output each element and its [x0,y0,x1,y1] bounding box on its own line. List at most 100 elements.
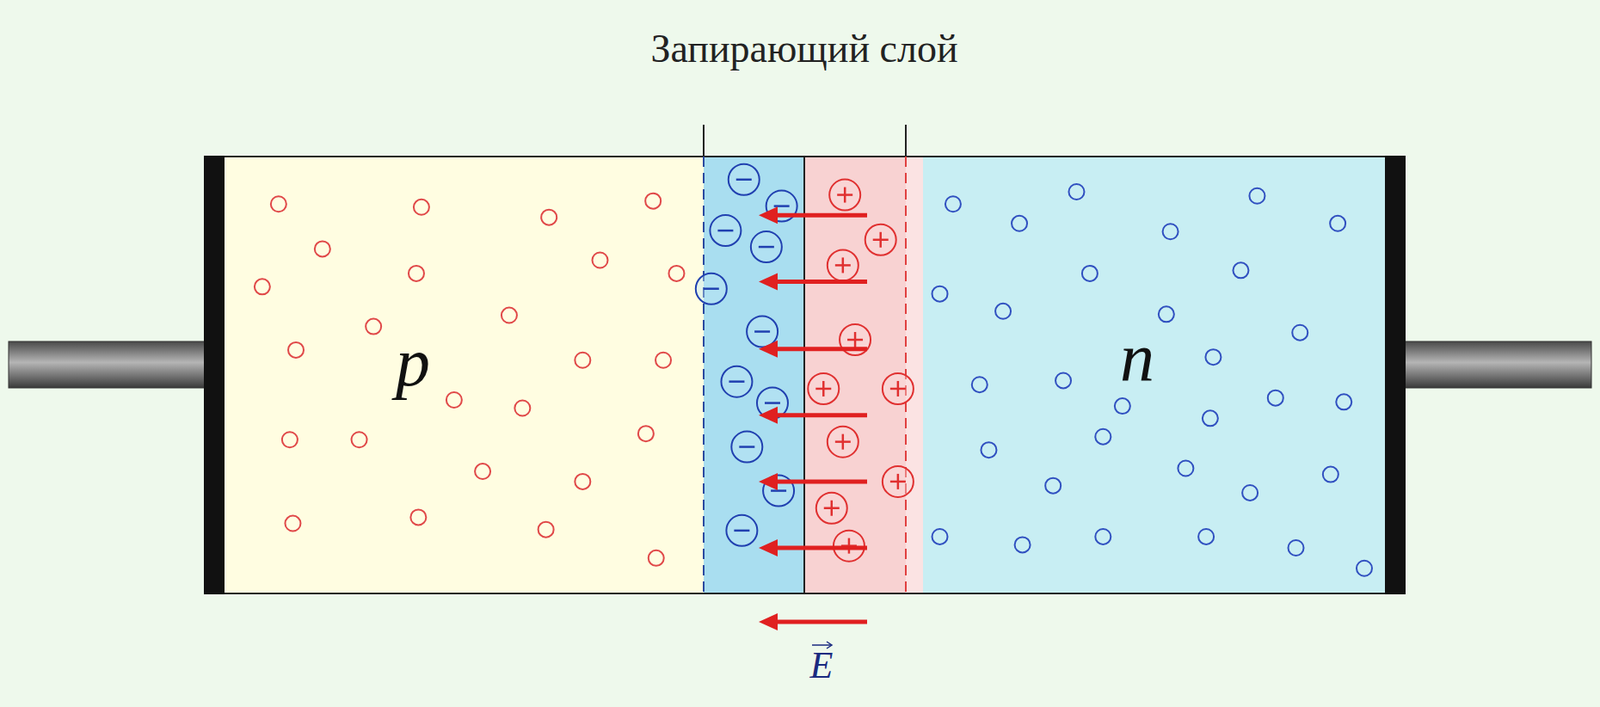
plus-sign [843,187,847,204]
negative-ion [720,366,752,398]
minus-sign [703,287,720,290]
electron [1011,215,1028,232]
minus-sign [738,445,755,449]
minus-sign [764,401,781,405]
plus-sign [842,257,845,273]
electron [1055,372,1071,388]
electron [1158,306,1175,322]
hole [410,509,426,525]
hole [668,265,684,282]
electron [1335,393,1352,410]
positive-ion [816,492,848,524]
electron [1045,478,1061,494]
hole [501,307,517,324]
electron [1163,223,1179,240]
bracket-tick [904,124,907,156]
field-arrowhead [758,473,778,491]
hole [538,522,554,538]
electron [1242,485,1258,501]
hole [645,193,661,210]
positive-ion [827,249,859,281]
field-arrow [774,479,868,484]
hole [655,352,671,369]
electron [1292,325,1308,341]
hole [284,516,301,532]
electron [1177,460,1194,476]
contact-plate [203,155,225,595]
minus-sign [758,246,775,249]
electron [980,442,997,458]
plus-sign [822,381,825,397]
negative-ion [726,515,757,547]
electron [1249,188,1265,204]
field-arrowhead [758,406,778,425]
n-region-fill [923,156,1385,594]
electron [1329,215,1346,232]
n-region: n [923,156,1385,594]
electron [932,529,948,545]
hole [638,425,654,442]
positive-ion [882,373,914,405]
electron [1015,536,1031,553]
field-vector-arrow [774,620,868,625]
field-arrow [774,213,868,218]
field-symbol: E [787,646,856,685]
electron [972,376,988,393]
bracket-tick [702,124,705,156]
hole [541,209,557,226]
field-arrowhead [758,539,778,557]
positive-layer-edge [905,156,924,594]
minus-sign [728,380,745,383]
hole [270,196,287,212]
p-region: p [224,156,704,594]
plus-sign [897,473,900,490]
barrier-layer-label: Запирающий слой [623,20,985,79]
electron [995,303,1011,320]
plus-sign [830,500,834,517]
negative-ion [750,231,782,263]
positive-ion [882,466,914,498]
hole [514,400,530,416]
electron [945,196,961,212]
hole [365,319,382,335]
electron [1356,560,1373,577]
field-arrows [758,206,868,557]
junction-line [803,156,806,594]
positive-ion [865,224,897,256]
plus-sign [854,332,857,348]
hole [474,463,491,480]
electron [1082,265,1098,282]
minus-sign [774,204,790,208]
lead-wire [1403,341,1592,388]
positive-ion [829,179,861,211]
negative-ion [731,431,763,463]
field-arrow [774,279,868,284]
field-arrow [774,412,868,418]
electron [1095,429,1111,445]
positive-ion [827,426,859,458]
field-arrowhead [758,272,778,290]
hole [574,352,591,369]
minus-sign [770,489,787,493]
electron [1323,467,1339,483]
positive-ion [807,373,839,405]
layer-boundary [702,156,705,594]
electron [1198,529,1214,545]
electron [1068,184,1084,200]
electron [932,286,948,302]
minus-sign [717,229,733,233]
hole [408,265,425,282]
hole [288,342,304,358]
minus-sign [736,178,752,182]
hole [351,431,368,448]
charge-carriers [254,164,1373,577]
hole [592,252,609,268]
electron [1095,529,1111,545]
minus-sign [733,529,750,533]
electron [1288,540,1305,556]
field-arrowhead [758,206,778,224]
hole [282,431,298,448]
negative-ion [695,273,727,305]
hole [413,199,430,216]
